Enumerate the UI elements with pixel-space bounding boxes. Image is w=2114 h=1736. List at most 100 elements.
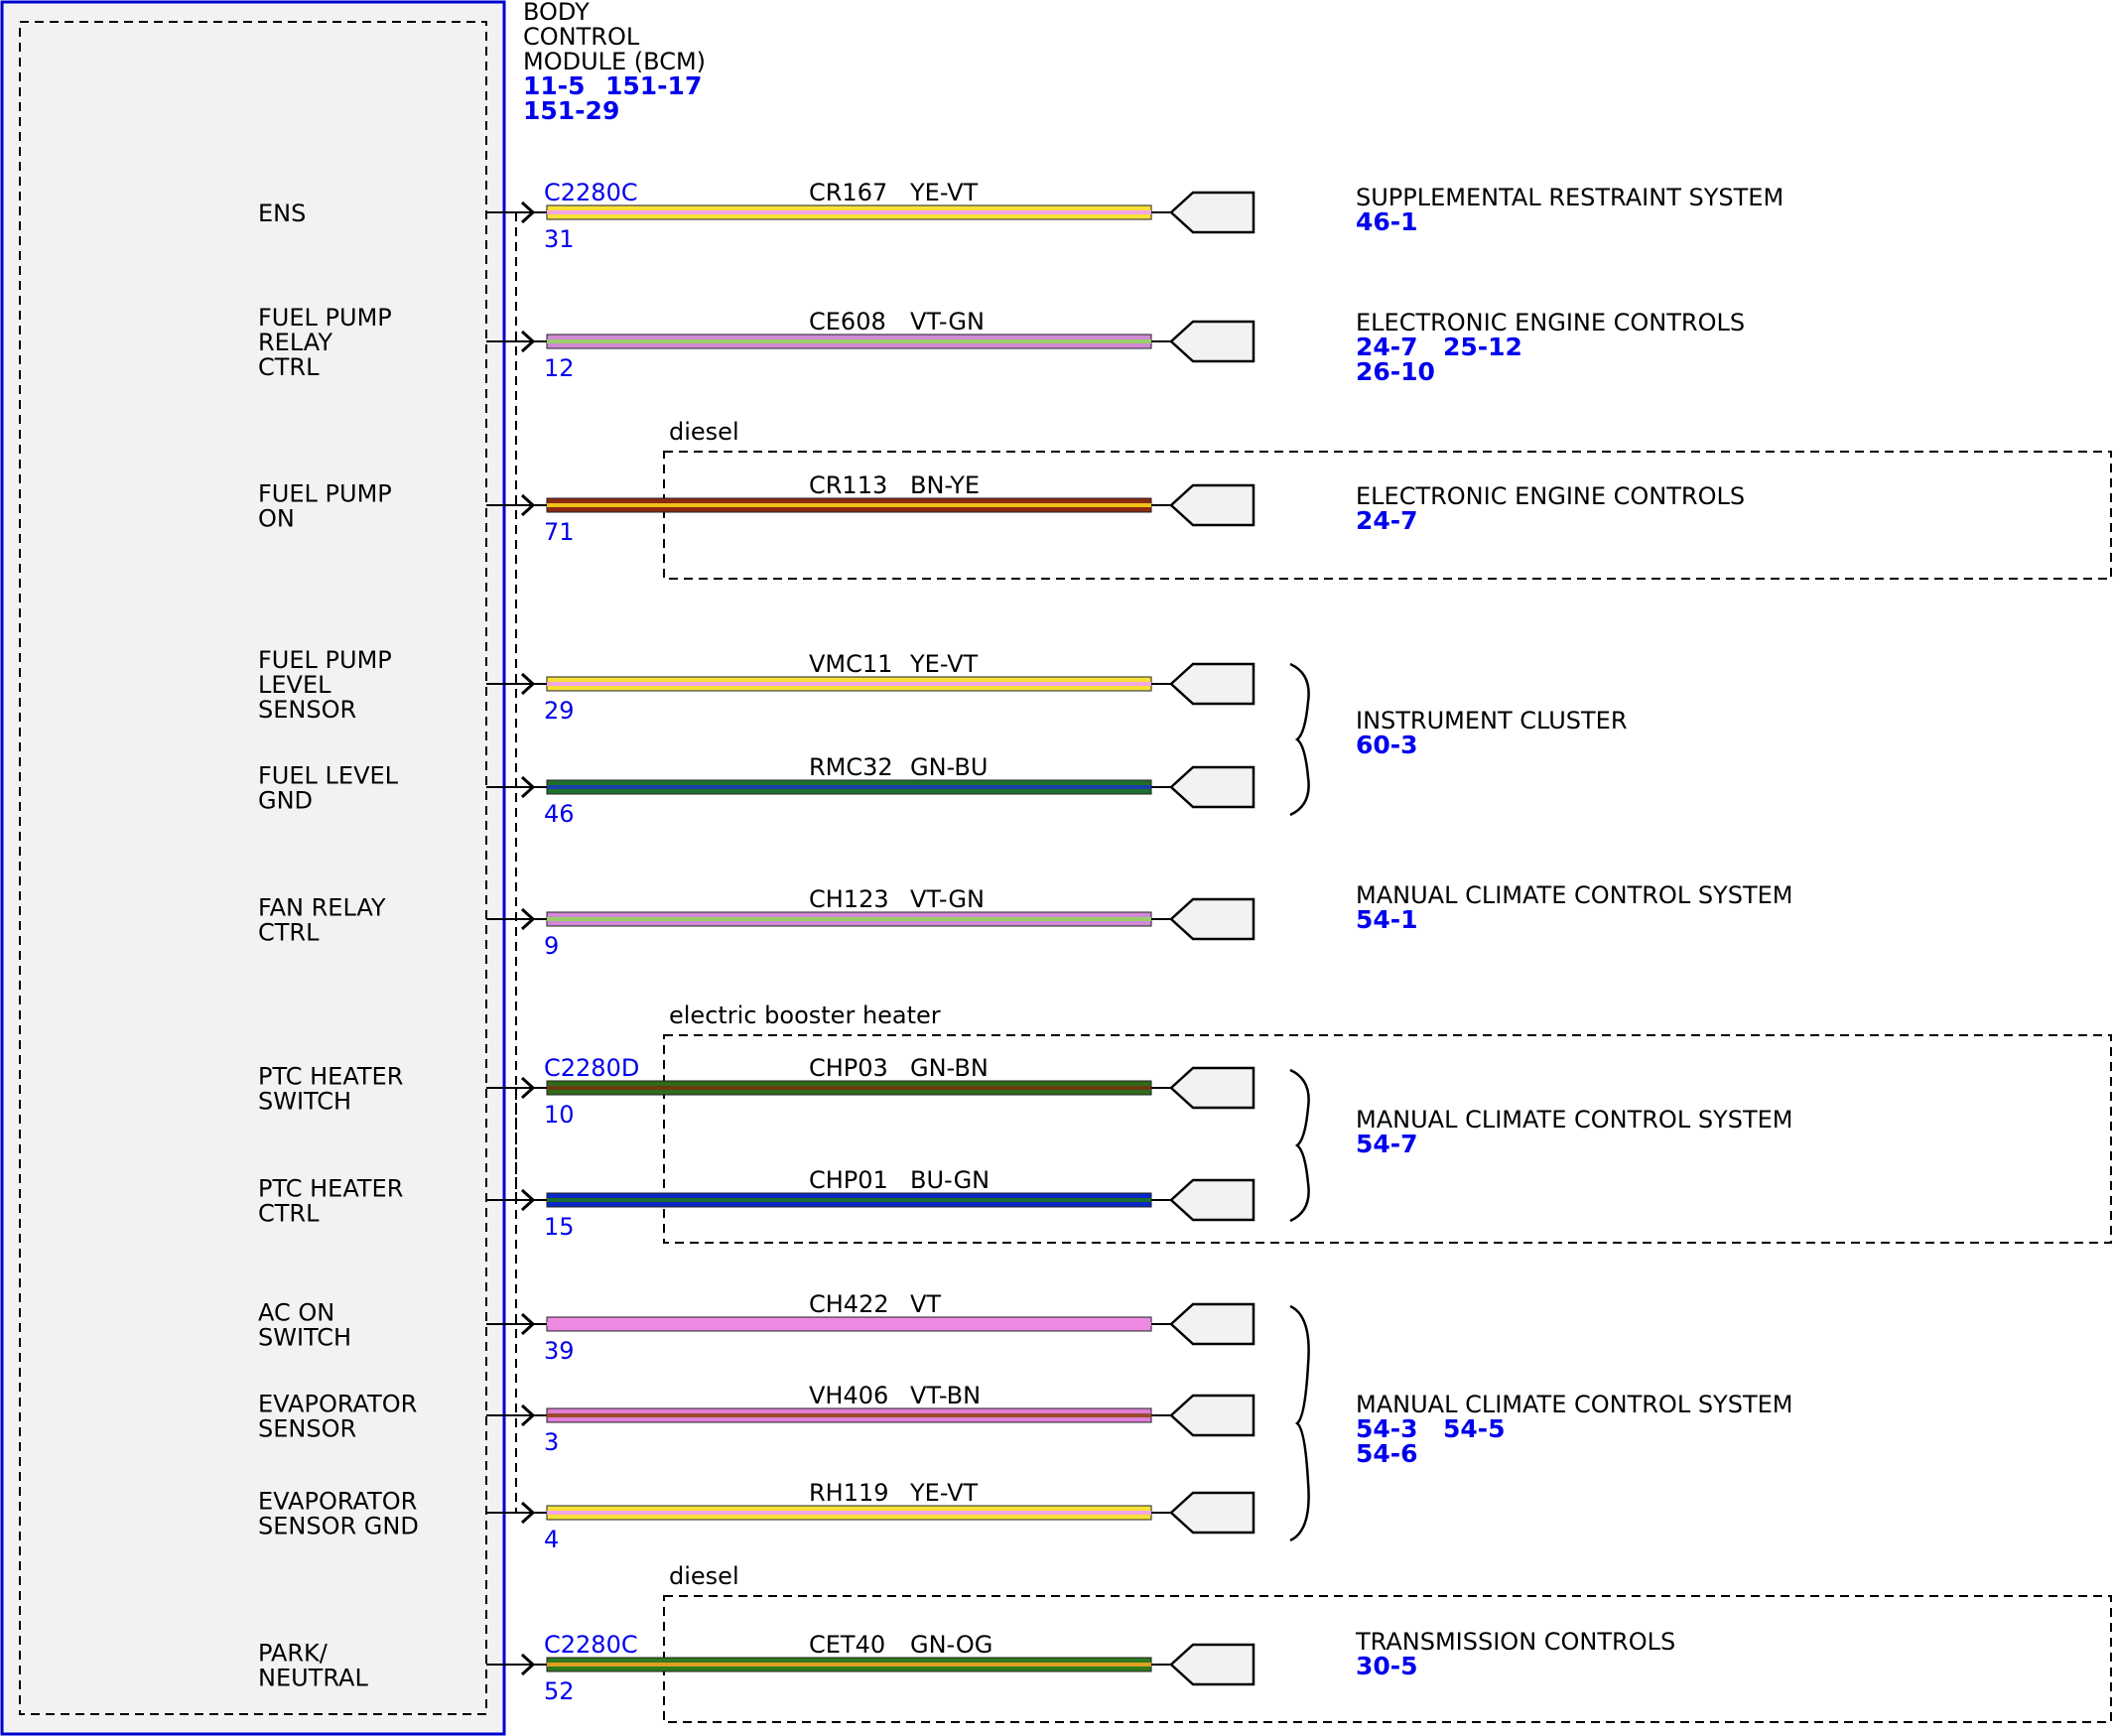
- destination-ref-link[interactable]: 54-1: [1356, 905, 1418, 934]
- circuit-id: CHP01: [809, 1166, 888, 1194]
- signal-name: ENS: [258, 200, 306, 227]
- terminal-connector-icon: [1169, 662, 1255, 706]
- destination-ref-link[interactable]: 54-7: [1356, 1130, 1418, 1158]
- pin-number: 9: [544, 932, 559, 960]
- circuit-id: CH123: [809, 885, 889, 913]
- connector-id: C2280C: [544, 179, 638, 206]
- terminal-connector-icon: [1169, 191, 1255, 234]
- destination-name: ELECTRONIC ENGINE CONTROLS: [1356, 482, 1745, 510]
- destination-ref-link[interactable]: 54-6: [1356, 1439, 1418, 1468]
- signal-name-line: AC ON: [258, 1299, 334, 1327]
- pin-number: 71: [544, 518, 575, 546]
- signal-name-line: FUEL PUMP: [258, 480, 392, 508]
- option-box: [663, 1034, 2112, 1244]
- destination-name: SUPPLEMENTAL RESTRAINT SYSTEM: [1356, 184, 1784, 211]
- signal-name-line: FAN RELAY: [258, 894, 386, 922]
- destination-ref-link[interactable]: 26-10: [1356, 357, 1435, 386]
- module-ref-link[interactable]: 11-5: [523, 71, 586, 100]
- circuit-id: VMC11: [809, 650, 892, 678]
- destination-ref-link[interactable]: 30-5: [1356, 1652, 1418, 1680]
- destination-ref-link[interactable]: 46-1: [1356, 207, 1418, 236]
- circuit-id: VH406: [809, 1382, 888, 1409]
- signal-name-line: CTRL: [258, 919, 320, 947]
- wire-color-code: VT: [910, 1290, 941, 1318]
- signal-name-line: CTRL: [258, 353, 320, 381]
- module-title-line: BODY: [523, 0, 590, 26]
- destination-ref-link[interactable]: 25-12: [1443, 333, 1522, 361]
- signal-name-line: PARK/: [258, 1640, 329, 1668]
- terminal-connector-icon: [1169, 1178, 1255, 1222]
- pin-number: 31: [544, 225, 575, 253]
- signal-name-line: FUEL LEVEL: [258, 762, 399, 790]
- destination-ref-link[interactable]: 54-3: [1356, 1414, 1418, 1443]
- wire-stripe: [547, 1511, 1151, 1515]
- wire-color-code: YE-VT: [909, 650, 978, 678]
- group-brace: [1289, 1304, 1310, 1542]
- terminal-connector-icon: [1169, 1394, 1255, 1437]
- connector-id: C2280D: [544, 1054, 639, 1082]
- destination-name: ELECTRONIC ENGINE CONTROLS: [1356, 309, 1745, 336]
- option-box: [663, 451, 2112, 580]
- destination-name: MANUAL CLIMATE CONTROL SYSTEM: [1356, 1106, 1792, 1134]
- signal-name-line: PTC HEATER: [258, 1175, 403, 1203]
- module-ref-link[interactable]: 151-17: [605, 71, 702, 100]
- terminal-connector-icon: [1169, 1643, 1255, 1686]
- destination-ref-link[interactable]: 24-7: [1356, 333, 1418, 361]
- pin-number: 52: [544, 1677, 575, 1705]
- signal-name-line: ENS: [258, 200, 306, 227]
- destination-name: INSTRUMENT CLUSTER: [1356, 707, 1628, 734]
- signal-name-line: PTC HEATER: [258, 1063, 403, 1091]
- wire-color-code: YE-VT: [909, 1479, 978, 1507]
- module-ref-link[interactable]: 151-29: [523, 96, 619, 125]
- wire-color-code: VT-BN: [910, 1382, 981, 1409]
- destination-ref-link[interactable]: 24-7: [1356, 506, 1418, 535]
- wire-stripe: [547, 785, 1151, 789]
- signal-name-line: SENSOR: [258, 1415, 356, 1443]
- wire-stripe: [547, 1322, 1151, 1326]
- pin-number: 46: [544, 800, 575, 828]
- wire-color-code: VT-GN: [910, 308, 985, 335]
- wire-color-code: BU-GN: [910, 1166, 990, 1194]
- destination-ref-link[interactable]: 60-3: [1356, 731, 1418, 759]
- wire-stripe: [547, 1198, 1151, 1202]
- destination-ref-link[interactable]: 54-5: [1443, 1414, 1506, 1443]
- circuit-id: CHP03: [809, 1054, 888, 1082]
- pin-number: 29: [544, 697, 575, 725]
- wire-stripe: [547, 503, 1151, 507]
- option-label: diesel: [669, 418, 739, 446]
- wire-color-code: GN-OG: [910, 1631, 992, 1659]
- signal-name-line: NEUTRAL: [258, 1665, 368, 1692]
- wire-stripe: [547, 682, 1151, 686]
- circuit-id: CE608: [809, 308, 886, 335]
- terminal-connector-icon: [1169, 1302, 1255, 1346]
- signal-name-line: SWITCH: [258, 1324, 351, 1352]
- signal-name-line: CTRL: [258, 1200, 320, 1228]
- module-title-line: CONTROL: [523, 23, 640, 51]
- module-title-line: MODULE (BCM): [523, 48, 706, 75]
- wire-color-code: YE-VT: [909, 179, 978, 206]
- circuit-id: CET40: [809, 1631, 885, 1659]
